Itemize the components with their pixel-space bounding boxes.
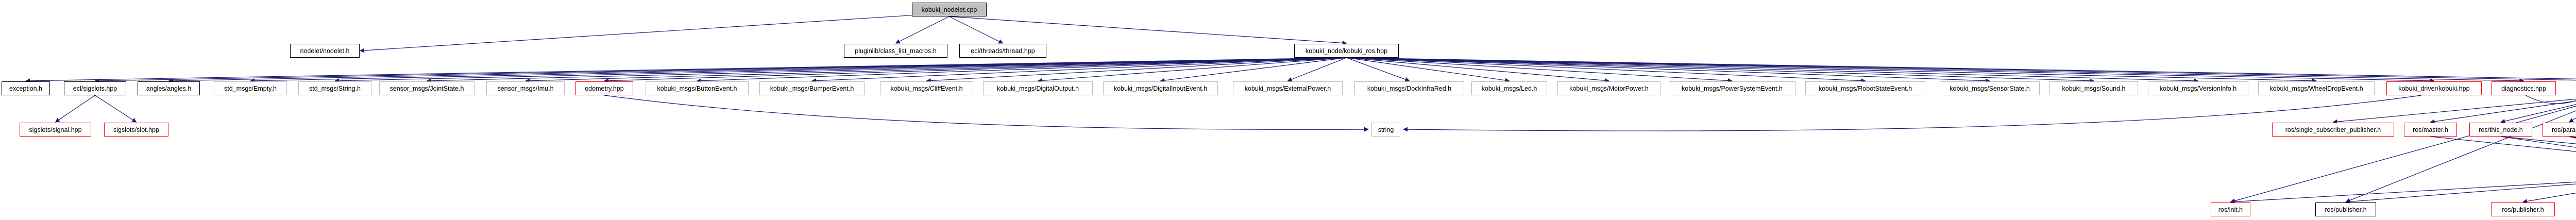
edge-kobuki_ros-robotstate xyxy=(1346,57,1866,83)
graph-node-empty[interactable]: std_msgs/Empty.h xyxy=(214,81,287,95)
graph-node-dockinfrared[interactable]: kobuki_msgs/DockInfraRed.h xyxy=(1354,81,1464,95)
edge-node_handle-publisher0 xyxy=(2345,183,2576,204)
edge-kobuki_ros-jointstate xyxy=(426,57,1347,83)
edge-kobuki_ros-boost_sp xyxy=(1346,57,2576,79)
edge-ros_h-ssp xyxy=(2332,98,2576,124)
edge-sigslots-signal xyxy=(55,95,95,123)
graph-node-stringmsg[interactable]: std_msgs/String.h xyxy=(298,81,371,95)
edge-kobuki_ros-versioninfo xyxy=(1346,57,2199,83)
graph-node-digitaloutput[interactable]: kobuki_msgs/DigitalOutput.h xyxy=(983,81,1093,95)
edge-ros_h-master xyxy=(2430,100,2576,124)
edge-param-node_handle xyxy=(2569,136,2576,139)
graph-node-ssp[interactable]: ros/single_subscriber_publisher.h xyxy=(2272,123,2394,137)
graph-node-this_node[interactable]: ros/this_node.h xyxy=(2469,123,2532,137)
graph-node-digitalinput[interactable]: kobuki_msgs/DigitalInputEvent.h xyxy=(1103,81,1218,95)
edge-kobuki_ros-sensorstate xyxy=(1346,57,1990,83)
edge-ros_h-publisher0 xyxy=(2345,110,2576,203)
graph-node-diagnostics[interactable]: diagnostics.hpp xyxy=(2492,81,2556,95)
graph-node-publisher0[interactable]: ros/publisher.h xyxy=(2315,202,2376,216)
graph-node-pluginlib[interactable]: pluginlib/class_list_macros.h xyxy=(844,44,947,58)
graph-node-signal[interactable]: sigslots/signal.hpp xyxy=(20,123,91,137)
edge-kobuki_ros-stringmsg xyxy=(334,57,1347,83)
graph-node-nodelet_h[interactable]: nodelet/nodelet.h xyxy=(290,44,360,58)
edge-kobuki_ros-externalpower xyxy=(1287,57,1347,82)
graph-node-motorpower[interactable]: kobuki_msgs/MotorPower.h xyxy=(1557,81,1660,95)
graph-node-odometry[interactable]: odometry.hpp xyxy=(575,81,633,95)
edge-kobuki_ros-empty xyxy=(250,57,1347,83)
edge-kobuki_ros-odometry xyxy=(604,57,1347,83)
edge-kobuki_ros-sound xyxy=(1346,57,2094,83)
edge-node_handle-init xyxy=(2230,181,2576,205)
graph-node-sigslots[interactable]: ecl/sigslots.hpp xyxy=(64,81,126,95)
edge-main-threads xyxy=(949,16,1004,44)
edge-ros_h-this_node xyxy=(2500,104,2576,124)
graph-node-master[interactable]: ros/master.h xyxy=(2404,123,2457,137)
edge-param-names xyxy=(2569,136,2576,138)
graph-node-versioninfo[interactable]: kobuki_msgs/VersionInfo.h xyxy=(2148,81,2248,95)
graph-node-buttonevent[interactable]: kobuki_msgs/ButtonEvent.h xyxy=(646,81,749,95)
graph-node-kobuki_ros[interactable]: kobuki_node/kobuki_ros.hpp xyxy=(1294,44,1399,58)
edge-kobuki_hpp-stringstd xyxy=(1403,95,2422,132)
edge-kobuki_ros-imu xyxy=(525,57,1347,83)
graph-node-angles[interactable]: angles/angles.h xyxy=(138,81,200,95)
graph-node-stringstd[interactable]: string xyxy=(1371,123,1400,137)
graph-node-cliffevent[interactable]: kobuki_msgs/CliffEvent.h xyxy=(880,81,973,95)
edge-kobuki_ros-dockinfrared xyxy=(1346,57,1410,82)
graph-node-powersystem[interactable]: kobuki_msgs/PowerSystemEvent.h xyxy=(1669,81,1795,95)
edge-master-node_handle xyxy=(2430,136,2576,152)
edge-odometry-stringstd xyxy=(604,95,1369,132)
graph-node-wheeldrop[interactable]: kobuki_msgs/WheelDropEvent.h xyxy=(2258,81,2375,95)
edge-main-nodelet_h xyxy=(360,14,918,53)
graph-node-slot[interactable]: sigslots/slot.hpp xyxy=(104,123,168,137)
graph-node-publisher1[interactable]: ros/publisher.h xyxy=(2491,202,2555,216)
edge-kobuki_ros-wheeldrop xyxy=(1346,57,2317,83)
graph-node-externalpower[interactable]: kobuki_msgs/ExternalPower.h xyxy=(1233,81,1343,95)
graph-node-sensorstate[interactable]: kobuki_msgs/SensorState.h xyxy=(1940,81,2040,95)
edge-diagnostics-ros_h xyxy=(2525,95,2576,104)
graph-node-sound[interactable]: kobuki_msgs/Sound.h xyxy=(2049,81,2138,95)
edge-kobuki_ros-led xyxy=(1346,57,1510,83)
graph-node-exception[interactable]: exception.h xyxy=(2,81,50,95)
graph-node-bumperevent[interactable]: kobuki_msgs/BumperEvent.h xyxy=(759,81,865,95)
edge-kobuki_ros-motorpower xyxy=(1346,57,1609,83)
edge-this_node-node_handle xyxy=(2500,136,2576,148)
edge-kobuki_ros-powersystem xyxy=(1346,57,1733,83)
graph-node-robotstate[interactable]: kobuki_msgs/RobotStateEvent.h xyxy=(1805,81,1925,95)
graph-node-main[interactable]: kobuki_nodelet.cpp xyxy=(912,3,987,16)
edge-kobuki_ros-cliffevent xyxy=(926,57,1347,83)
graph-node-threads[interactable]: ecl/threads/thread.hpp xyxy=(959,44,1046,58)
edge-main-pluginlib xyxy=(895,16,950,44)
edge-kobuki_ros-digitaloutput xyxy=(1037,57,1347,83)
graph-node-led[interactable]: kobuki_msgs/Led.h xyxy=(1471,81,1547,95)
graph-node-imu[interactable]: sensor_msgs/Imu.h xyxy=(486,81,565,95)
edge-main-kobuki_ros xyxy=(949,16,1347,45)
edges-group xyxy=(25,14,2576,205)
edge-ros_h-init xyxy=(2230,106,2576,204)
graph-node-init[interactable]: ros/init.h xyxy=(2211,202,2250,216)
edge-this_node-names xyxy=(2500,136,2576,144)
graph-node-jointstate[interactable]: sensor_msgs/JointState.h xyxy=(379,81,474,95)
edge-sigslots-slot xyxy=(95,95,137,123)
graph-node-param[interactable]: ros/param.h xyxy=(2543,123,2576,137)
edge-kobuki_ros-bumperevent xyxy=(811,57,1347,83)
graph-node-kobuki_hpp[interactable]: kobuki_driver/kobuki.hpp xyxy=(2386,81,2482,95)
edge-kobuki_ros-digitalinput xyxy=(1160,57,1347,83)
edge-kobuki_ros-buttonevent xyxy=(697,57,1347,83)
edge-node_handle-publisher1 xyxy=(2522,192,2576,204)
